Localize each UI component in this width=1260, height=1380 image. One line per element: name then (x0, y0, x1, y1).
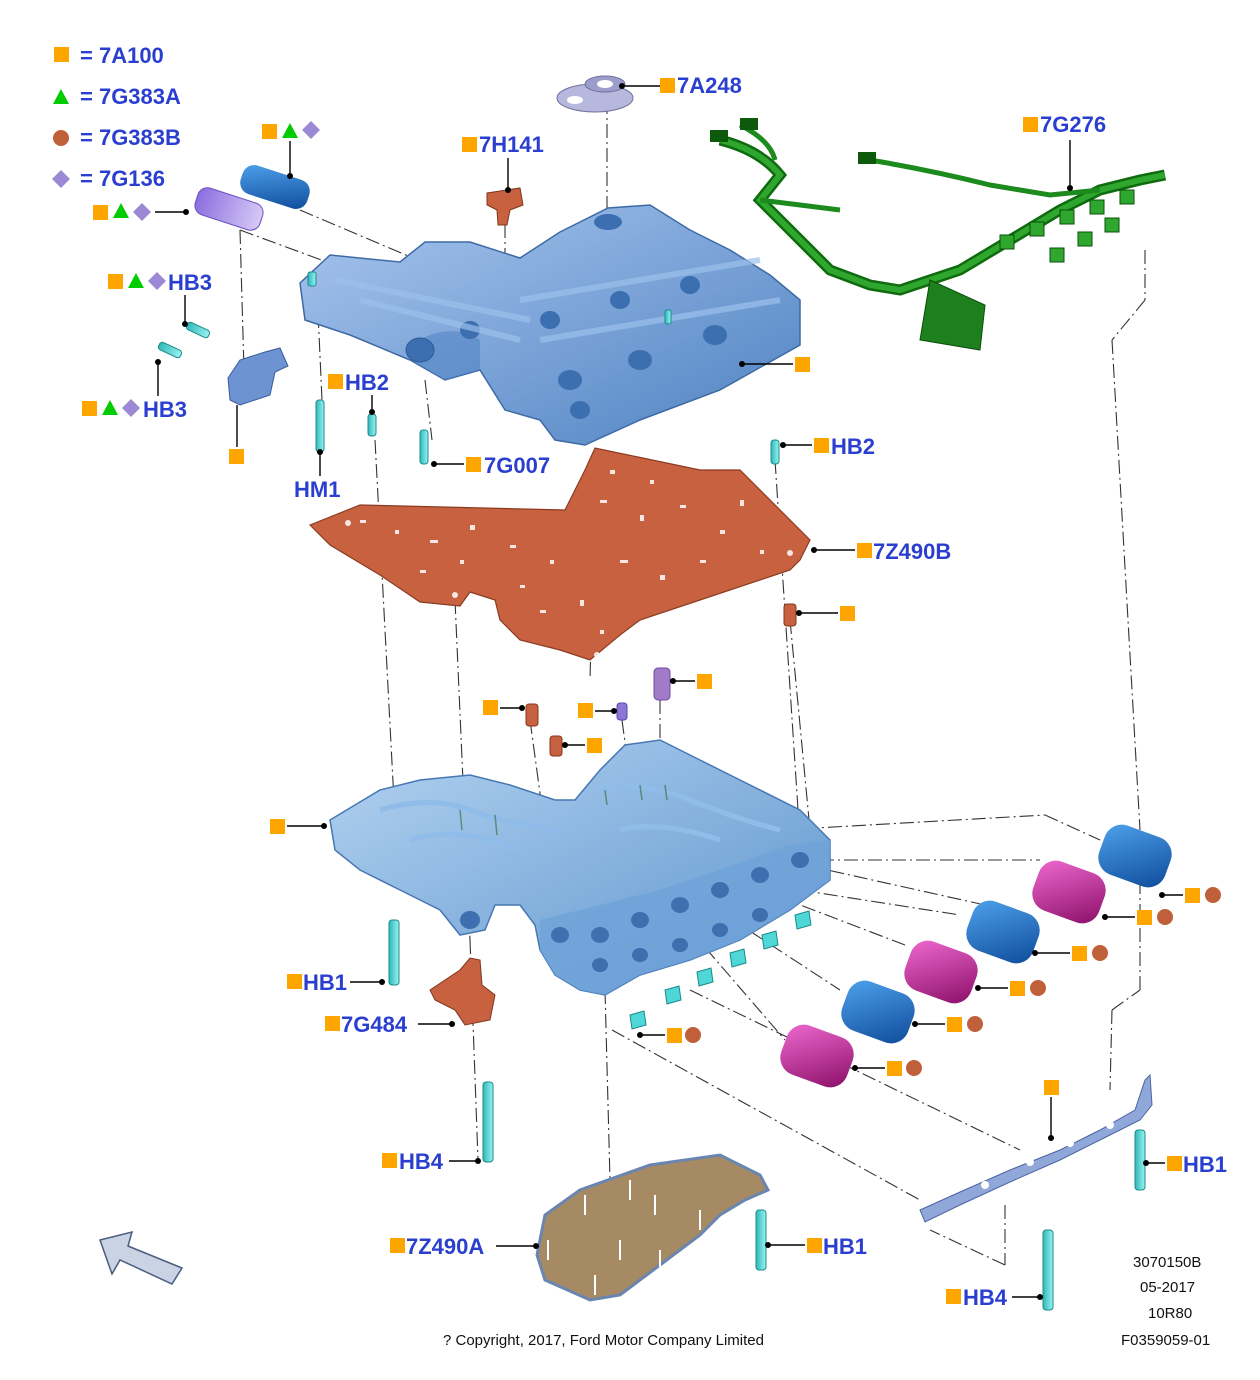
figure-id: F0359059-01 (1121, 1332, 1210, 1349)
filter-7a248 (556, 75, 634, 113)
legend-label-7g383a: = 7G383A (80, 84, 181, 109)
callout-7g484: 7G484 (341, 1012, 408, 1037)
callout-hm1: HM1 (294, 477, 340, 502)
gasket-7z490a (535, 1153, 771, 1302)
solenoid-blue-1 (1098, 824, 1172, 888)
bracket-hb3 (227, 347, 289, 406)
callout-hb2-left: HB2 (345, 370, 389, 395)
solenoid-blue-3 (841, 980, 915, 1044)
solenoid-magenta-1 (1032, 860, 1106, 924)
lead-frame-bracket-7a100 (919, 1073, 1153, 1223)
footer: 3070150B 05-2017 10R80 F0359059-01 ? Cop… (443, 1254, 1210, 1349)
reference-code: 3070150B (1133, 1254, 1201, 1271)
callouts: 7A248 7H141 7G276 HB3 HB3 (82, 73, 1227, 1310)
legend-diamond-icon (52, 170, 70, 188)
retaining-clips (629, 910, 812, 1030)
callout-hb4-right: HB4 (963, 1285, 1008, 1310)
legend-label-7a100: = 7A100 (80, 43, 164, 68)
small-valves (525, 603, 797, 757)
callout-hb3-top: HB3 (168, 270, 212, 295)
callout-hb3-bottom: HB3 (143, 397, 187, 422)
front-direction-arrow-icon (99, 1230, 184, 1285)
legend-label-7g383b: = 7G383B (80, 125, 181, 150)
callout-7a248: 7A248 (677, 73, 742, 98)
upper-valve-body-7a100 (299, 204, 801, 446)
callout-hb1-mid: HB1 (823, 1234, 867, 1259)
callout-hb1-left: HB1 (303, 970, 347, 995)
solenoid-magenta-2 (904, 940, 978, 1004)
callout-7g007: 7G007 (484, 453, 550, 478)
legend-circle-icon (53, 130, 69, 146)
callout-7z490b: 7Z490B (873, 539, 951, 564)
transmission-model: 10R80 (1148, 1305, 1192, 1322)
solenoid-7g383a-top (240, 165, 310, 209)
callout-hb2-right: HB2 (831, 434, 875, 459)
callout-7z490a: 7Z490A (406, 1234, 484, 1259)
callout-7h141: 7H141 (479, 132, 544, 157)
wiring-harness-7g276 (710, 118, 1167, 351)
legend-square-icon (54, 47, 69, 62)
publication-date: 05-2017 (1140, 1279, 1195, 1296)
lower-valve-body-7a100 (329, 739, 831, 996)
callout-7g276: 7G276 (1040, 112, 1106, 137)
separator-plate-7z490b (308, 447, 811, 661)
legend-triangle-icon (53, 89, 69, 104)
solenoid-7g136-purple (194, 187, 264, 231)
sensor-7g484 (429, 957, 496, 1026)
solenoid-blue-2 (966, 900, 1040, 964)
copyright-notice: ? Copyright, 2017, Ford Motor Company Li… (443, 1332, 764, 1349)
callout-hb4-left: HB4 (399, 1149, 444, 1174)
shift-solenoids (780, 824, 1172, 1088)
legend: = 7A100 = 7G383A = 7G383B = 7G136 (52, 43, 181, 191)
solenoid-magenta-3 (780, 1024, 854, 1088)
legend-label-7g136: = 7G136 (80, 166, 165, 191)
bracket-7h141 (486, 187, 524, 226)
bolts (157, 271, 1146, 1311)
callout-hb1-right: HB1 (1183, 1152, 1227, 1177)
